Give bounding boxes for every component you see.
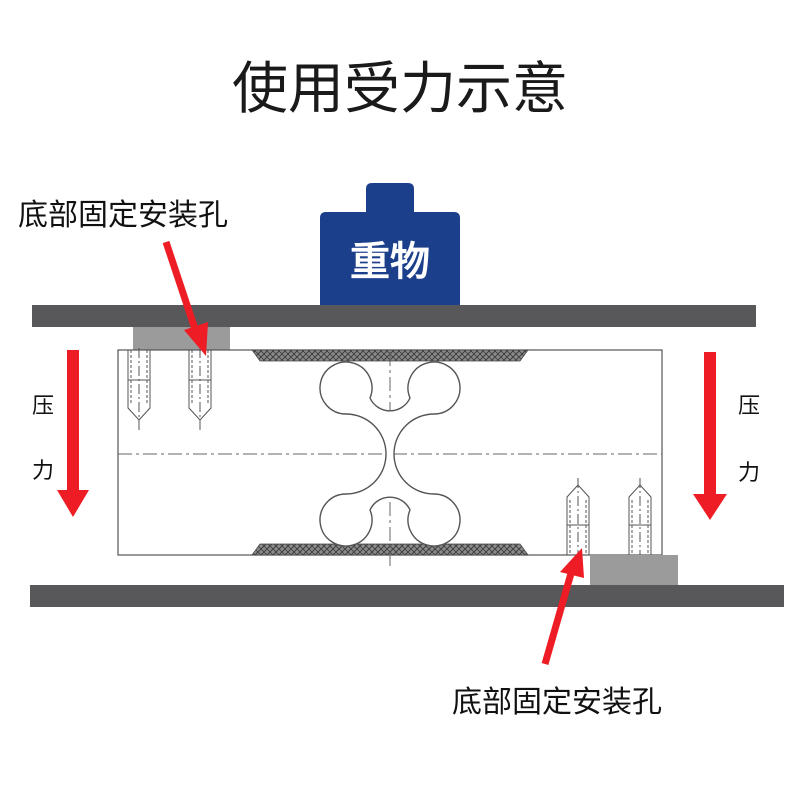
weight-label: 重物 <box>350 239 430 285</box>
weight-shape <box>320 183 460 305</box>
force-label-right-2: 力 <box>738 461 760 486</box>
force-label-left-2: 力 <box>32 459 54 484</box>
mounting-hole-top-1 <box>127 348 151 430</box>
pointer-arrow-top <box>162 240 208 356</box>
top-plate <box>32 305 756 327</box>
bottom-spacer <box>590 555 678 585</box>
mounting-hole-bottom-1 <box>566 478 590 560</box>
force-arrow-left <box>57 350 89 517</box>
pointer-arrow-bottom <box>541 548 584 665</box>
hole-label-top: 底部固定安装孔 <box>18 198 228 233</box>
weight-block: 重物 <box>320 183 460 305</box>
force-label-right-1: 压 <box>738 394 760 419</box>
page-title: 使用受力示意 <box>232 57 568 122</box>
bottom-plate <box>30 585 784 607</box>
mounting-hole-bottom-2 <box>628 478 652 560</box>
mounting-hole-top-2 <box>188 348 212 430</box>
top-spacer <box>133 327 230 350</box>
load-cell-body <box>117 348 663 570</box>
center-hole <box>319 361 461 547</box>
force-label-left-1: 压 <box>32 394 54 419</box>
hole-label-bottom: 底部固定安装孔 <box>452 685 662 720</box>
force-arrow-right <box>693 352 727 520</box>
